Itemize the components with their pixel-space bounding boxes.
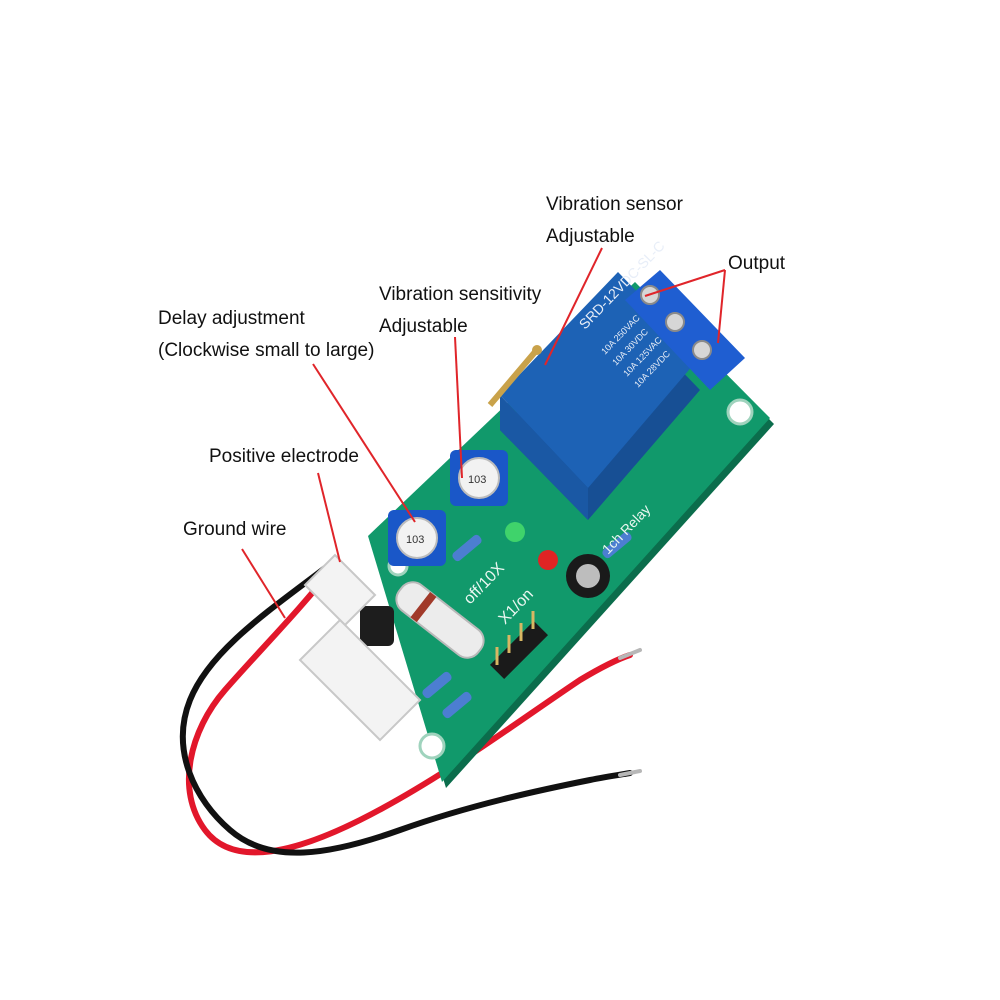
terminal-screw xyxy=(665,312,685,332)
resistor xyxy=(602,531,632,559)
delay-potentiometer: 103 xyxy=(388,510,446,566)
label-delay-adjustment: Delay adjustment (Clockwise small to lar… xyxy=(158,308,374,362)
input-connector xyxy=(298,553,422,742)
pot-code-text: 103 xyxy=(468,474,486,486)
connector-housing xyxy=(298,618,422,742)
jumper-header xyxy=(490,611,548,679)
power-resistor xyxy=(395,581,485,659)
sensitivity-potentiometer: 103 xyxy=(450,450,508,506)
red-led xyxy=(538,550,558,570)
terminal-screw xyxy=(692,340,712,360)
pointer-output xyxy=(717,269,726,344)
output-terminal xyxy=(625,270,745,390)
vibration-sensor xyxy=(487,345,542,407)
resistor xyxy=(442,691,472,719)
black-wire-tip xyxy=(618,769,642,777)
mount-hole xyxy=(726,398,754,426)
sensor-spring xyxy=(487,350,538,407)
label-line: Adjustable xyxy=(379,316,468,337)
capacitor xyxy=(566,554,610,598)
pointer-ground xyxy=(241,548,286,619)
label-ground-wire: Ground wire xyxy=(183,519,287,540)
label-line: Adjustable xyxy=(546,226,635,247)
label-line: Vibration sensitivity xyxy=(379,284,542,305)
label-line: (Clockwise small to large) xyxy=(158,340,375,361)
pointer-sensitivity xyxy=(454,336,463,479)
relay-front xyxy=(500,395,588,520)
label-vibration-sensitivity: Vibration sensitivity Adjustable xyxy=(379,284,541,338)
resistor xyxy=(452,534,482,562)
pot-knob xyxy=(458,457,500,499)
pointer-delay xyxy=(312,363,416,523)
label-line: Delay adjustment xyxy=(158,308,305,329)
resistor-band xyxy=(410,592,437,623)
label-positive-electrode: Positive electrode xyxy=(209,446,359,467)
label-output: Output xyxy=(728,253,786,274)
power-wires xyxy=(179,562,642,856)
red-wire-tip xyxy=(618,648,642,660)
callout-pointers xyxy=(241,247,726,619)
resistor xyxy=(422,671,452,699)
black-wire xyxy=(179,565,633,856)
transistor xyxy=(360,606,394,646)
capacitor-top xyxy=(576,564,600,588)
pointer-vibration-sensor xyxy=(544,247,603,366)
connector-housing xyxy=(303,553,377,627)
pointer-output xyxy=(644,269,726,297)
resistor-body xyxy=(395,581,485,659)
label-line: Vibration sensor xyxy=(546,194,683,215)
pot-code-text: 103 xyxy=(406,534,424,546)
green-led xyxy=(505,522,525,542)
pointer-positive xyxy=(317,472,341,563)
pot-knob xyxy=(396,517,438,559)
label-vibration-sensor: Vibration sensor Adjustable xyxy=(546,194,683,248)
header-base xyxy=(490,621,548,679)
sensor-cap xyxy=(532,345,542,355)
mount-hole xyxy=(418,732,446,760)
